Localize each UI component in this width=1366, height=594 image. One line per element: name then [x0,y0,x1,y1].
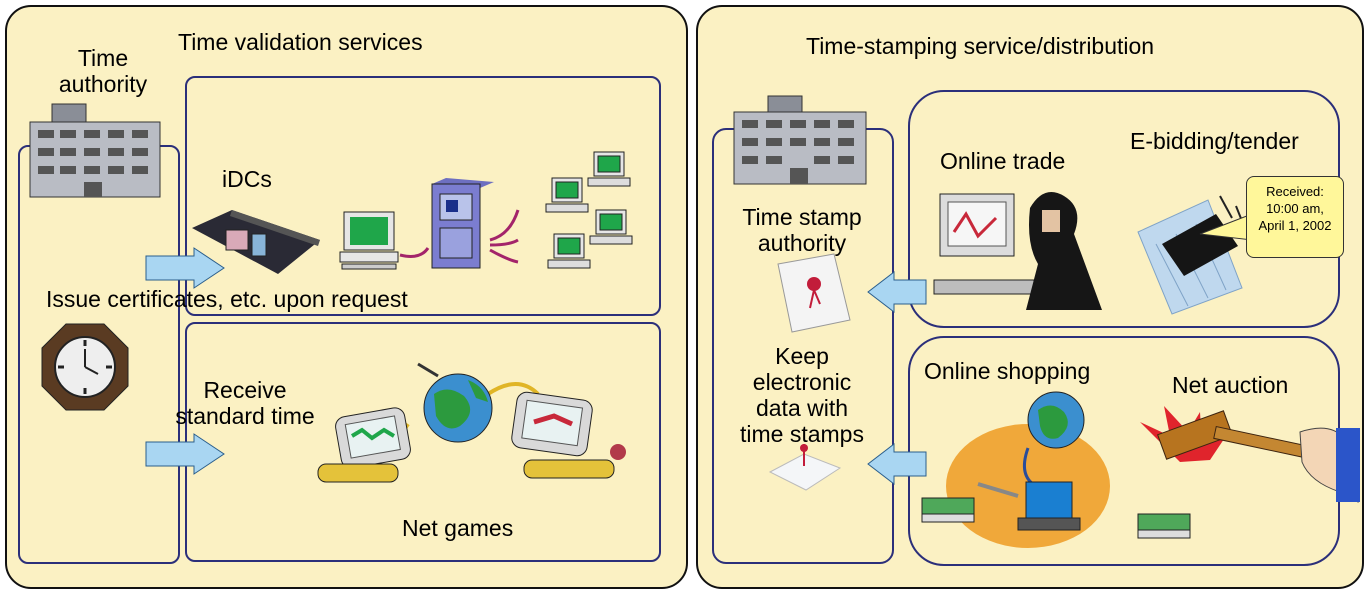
idc-building-icon [192,210,320,274]
receive-standard-time-label: Receive standard time [175,377,315,429]
server-icon [431,178,494,269]
online-shopping-label: Online shopping [924,358,1091,384]
pc-cluster-icon [545,151,633,269]
idcs-label: iDCs [222,166,272,192]
issue-certificates-label: Issue certificates, etc. upon request [46,286,408,312]
ebidding-label: E-bidding/tender [1130,128,1299,154]
clock-icon [41,323,129,411]
net-auction-illustration [1137,406,1360,539]
online-trade-label: Online trade [940,148,1066,174]
time-authority-label: Time authority [58,45,148,97]
tsa-label: Time stamp authority [742,204,862,256]
time-validation-title: Time validation services [178,29,423,55]
online-shopping-illustration [921,391,1110,548]
received-callout: Received: 10:00 am, April 1, 2002 [1246,176,1344,258]
time-validation-panel [5,5,688,589]
building-icon [29,103,161,198]
time-stamping-title: Time-stamping service/distribution [806,33,1155,59]
computer-icon [339,211,399,270]
stamped-sheet-icon [768,444,842,491]
net-games-label: Net games [402,515,514,541]
arrow-to-idc [145,247,225,289]
net-auction-label: Net auction [1172,372,1289,398]
stamped-document-icon [777,253,851,333]
net-games-illustration [317,362,626,483]
keep-data-label: Keep electronic data with time stamps [740,343,864,447]
tsa-building-icon [733,95,867,185]
arrow-to-net-games [145,433,225,475]
network-cables [399,209,520,264]
arrow-from-online-trade [867,270,927,314]
arrow-from-online-shopping [867,442,927,486]
online-trade-illustration [933,192,1102,310]
idc-box [185,76,661,316]
ebidding-illustration [1137,195,1245,315]
